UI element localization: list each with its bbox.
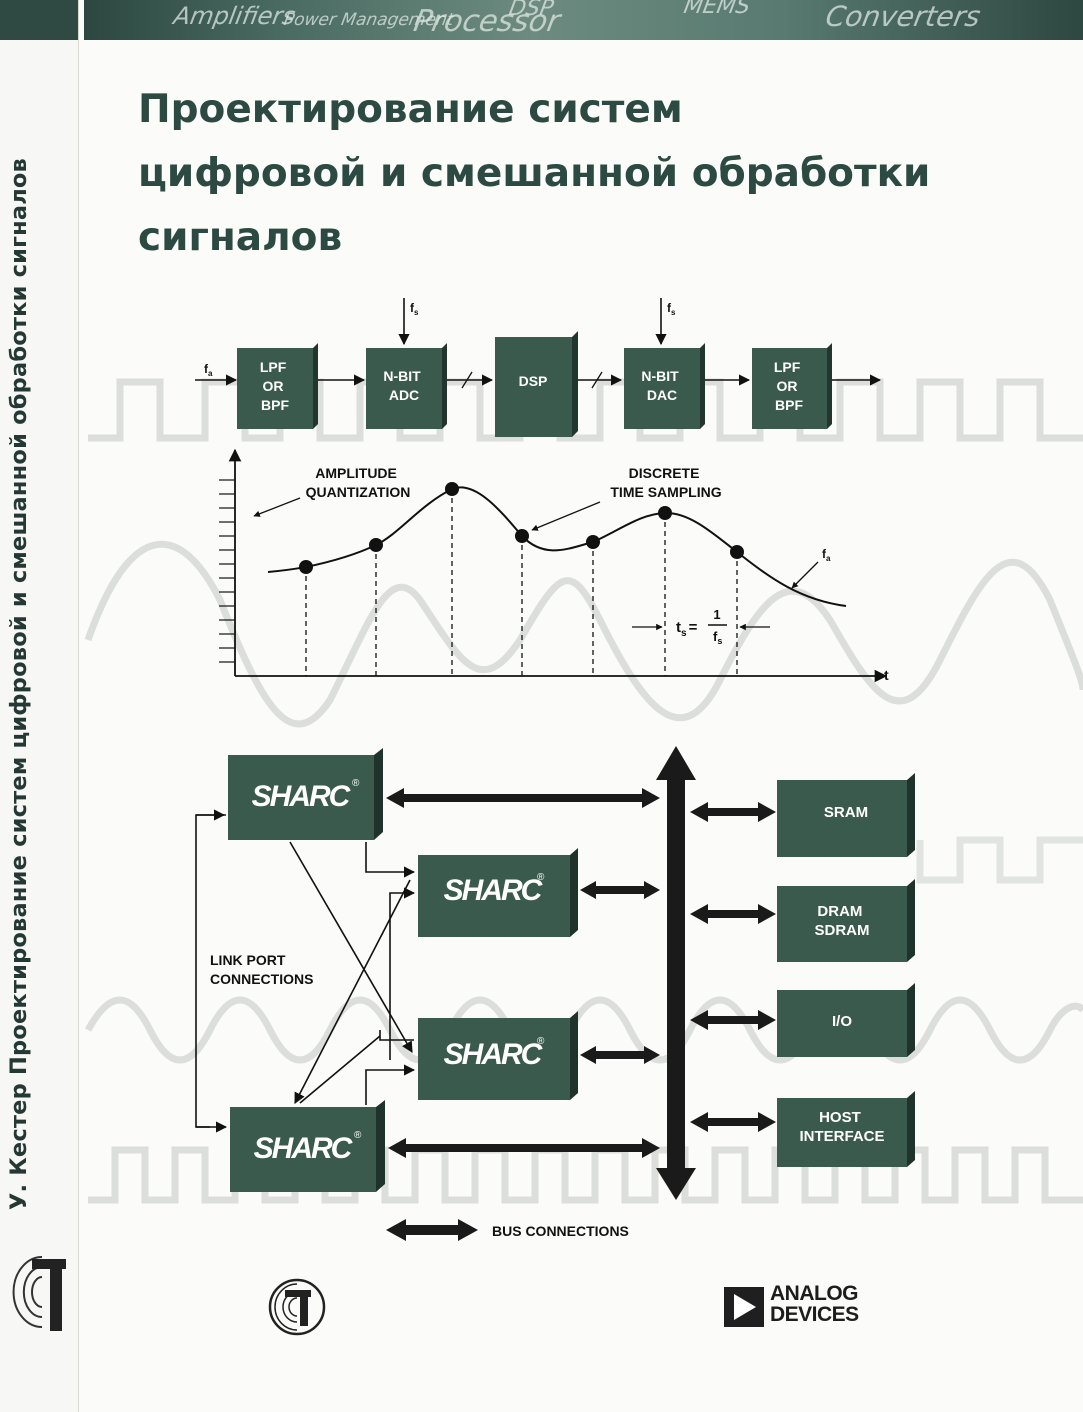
bus-slash (591, 371, 603, 389)
t-axis-label: t (884, 667, 889, 683)
sharc-label: SHARC (252, 780, 352, 813)
spine-publisher-logo-icon (12, 1256, 66, 1331)
peripheral-io: I/O (777, 983, 915, 1057)
block-lpf-output: LPF OR BPF (752, 343, 832, 429)
sample-lines (305, 489, 738, 676)
svg-text:DRAM SDRAM: DRAM SDRAM (815, 903, 870, 939)
curve-pointer (791, 561, 819, 589)
bus-slash (461, 371, 473, 389)
registered-mark: ® (537, 1036, 545, 1047)
link-port-connections-label: LINK PORT CONNECTIONS (210, 952, 313, 987)
top-banner: Amplifiers Power Management Processor DS… (84, 0, 1083, 40)
sharc-processor-2: SHARC ® (418, 848, 578, 937)
peripheral-sram: SRAM (777, 773, 915, 857)
dac-clock-label: fs (667, 301, 676, 317)
sharc-processor-3: SHARC ® (418, 1011, 578, 1100)
analog-devices-mark-icon (724, 1287, 764, 1327)
block-text: LPF (774, 359, 801, 375)
svg-text:LPF OR BPF: LPF OR BPF (260, 359, 290, 413)
quantization-ticks (219, 479, 235, 663)
svg-text:LPF OR BPF: LPF OR BPF (774, 359, 804, 413)
sharc-processor-4: SHARC ® (230, 1100, 385, 1192)
signal-chain-diagram: fa LPF OR BPF N-BIT ADC fs (195, 298, 882, 437)
main-system-bus (656, 746, 696, 1200)
link-port-lines (195, 809, 416, 1133)
block-text: N-BIT (383, 368, 421, 384)
square-wave-top (88, 378, 1083, 442)
svg-text:N-BIT DAC: N-BIT DAC (641, 368, 682, 403)
period-denominator: fs (713, 629, 722, 646)
analog-devices-wordmark: ANALOG DEVICES (770, 1283, 859, 1325)
peripheral-label: HOST (819, 1109, 861, 1126)
amplitude-pointer (253, 497, 301, 517)
sampling-period-formula: ts= (676, 619, 698, 639)
sample-points (299, 482, 744, 574)
block-dsp: DSP (495, 331, 578, 437)
discrete-time-sampling-label: DISCRETE TIME SAMPLING (610, 465, 721, 500)
period-numerator: 1 (713, 607, 720, 622)
spine-top-strip (0, 0, 78, 40)
sharc-label: SHARC (444, 1038, 544, 1071)
sine-wave-lower (84, 996, 1083, 1064)
block-text: OR (777, 378, 798, 394)
block-adc: N-BIT ADC (366, 343, 447, 429)
square-wave-right (916, 836, 1083, 884)
curve-label: fa (822, 547, 831, 563)
registered-mark: ® (352, 778, 360, 789)
block-text: N-BIT (641, 368, 679, 384)
sampling-plot: t AMPLITUDE Q (219, 448, 889, 683)
block-text: BPF (261, 397, 289, 413)
registered-mark: ® (537, 872, 545, 883)
analog-devices-logo: ANALOG DEVICES (724, 1283, 884, 1333)
block-lpf-input: LPF OR BPF (237, 343, 318, 429)
peripheral-label: I/O (832, 1013, 852, 1030)
bus-connections-label: BUS CONNECTIONS (492, 1223, 629, 1239)
block-text: DSP (519, 373, 548, 389)
block-dac: N-BIT DAC (624, 343, 705, 429)
peripheral-label: SRAM (824, 804, 868, 821)
sine-wave-middle (84, 540, 1083, 728)
registered-mark: ® (354, 1130, 362, 1141)
input-label: fa (204, 362, 213, 378)
sampling-pointer (531, 501, 601, 531)
book-spine: У. Кестер Проектирование систем цифровой… (0, 0, 79, 1412)
sharc-label: SHARC (444, 874, 544, 907)
bus-legend-arrow (386, 1219, 478, 1241)
peripheral-label: SDRAM (815, 922, 870, 939)
block-text: DAC (647, 387, 677, 403)
sharc-processor-1: SHARC ® (228, 748, 383, 840)
title-line-3: сигналов (138, 215, 343, 260)
block-text: ADC (389, 387, 419, 403)
peripheral-label: INTERFACE (799, 1128, 884, 1145)
brand-line-1: ANALOG (770, 1282, 858, 1305)
peripheral-dram: DRAM SDRAM (777, 879, 915, 962)
block-text: LPF (260, 359, 287, 375)
peripheral-label: DRAM (817, 903, 862, 920)
title-line-2: цифровой и смешанной обработки (138, 151, 931, 196)
sharc-label: SHARC (254, 1132, 354, 1165)
amplitude-quantization-label: AMPLITUDE QUANTIZATION (306, 465, 411, 500)
block-text: BPF (775, 397, 803, 413)
publisher-logo-icon (268, 1278, 326, 1336)
peripheral-host-interface: HOST INTERFACE (777, 1091, 915, 1167)
brand-line-2: DEVICES (770, 1303, 859, 1326)
svg-text:N-BIT ADC: N-BIT ADC (383, 368, 424, 403)
block-text: OR (263, 378, 284, 394)
processor-bus-arrows (386, 788, 660, 1158)
peripheral-bus-arrows (690, 802, 776, 1132)
svg-text:HOST INTERFACE: HOST INTERFACE (799, 1109, 884, 1145)
book-title: Проектирование систем цифровой и смешанн… (138, 78, 1018, 270)
title-line-1: Проектирование систем (138, 87, 683, 132)
adc-clock-label: fs (410, 301, 419, 317)
bus-architecture-diagram: SHARC ® SHARC ® SHARC ® SHARC (195, 746, 915, 1241)
